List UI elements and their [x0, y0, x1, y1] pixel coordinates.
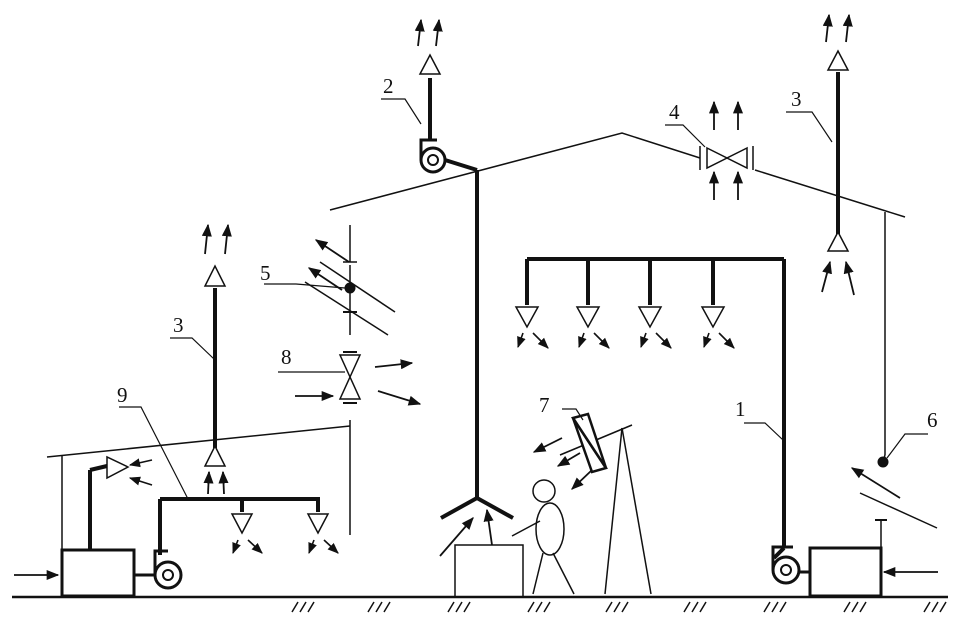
roof-deflector-4 [699, 100, 754, 200]
exhaust-shaft-left [201, 223, 232, 495]
label-4: 4 [669, 100, 680, 124]
aeration-flap-5 [304, 239, 396, 336]
building-outline [46, 132, 906, 550]
exhaust-shaft-right [821, 13, 855, 296]
supply-duct-system-9 [134, 497, 339, 590]
fan-2-housing [419, 146, 447, 174]
label-7: 7 [539, 393, 550, 417]
label-9: 9 [117, 383, 128, 407]
label-3-left: 3 [173, 313, 184, 337]
wall-flap-6 [850, 454, 938, 529]
label-8: 8 [281, 345, 292, 369]
wall-valve-8 [295, 351, 422, 406]
ground [12, 595, 948, 613]
label-1: 1 [735, 397, 746, 421]
leader-lines [119, 98, 928, 500]
label-2: 2 [383, 74, 394, 98]
exhaust-nozzle-top-center [418, 53, 442, 75]
equipment-box [454, 544, 524, 598]
worker-figure [511, 479, 575, 595]
standing-fan-7 [532, 412, 652, 595]
central-exhaust-fan-unit [414, 18, 514, 557]
supply-unit-right [808, 546, 883, 598]
air-handling-unit-left [14, 455, 153, 598]
fan-2-hub [427, 154, 439, 166]
label-5: 5 [260, 261, 271, 285]
label-6: 6 [927, 408, 938, 432]
label-3-right: 3 [791, 87, 802, 111]
supply-duct-system-1 [514, 257, 938, 598]
